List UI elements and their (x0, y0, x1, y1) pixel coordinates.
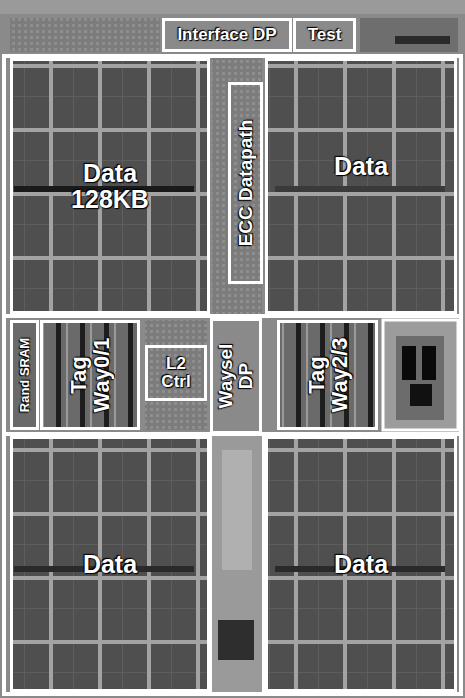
region-label: ECC Datapath (236, 120, 256, 247)
region-divider (2, 54, 6, 694)
region-label: Waysel DP (216, 336, 256, 416)
unlabeled-block (383, 320, 458, 430)
die-region: Test (293, 18, 356, 52)
logic-area (145, 320, 207, 430)
die-region: Tag Way2/3 (277, 320, 378, 430)
region-label: Data 128KB (55, 160, 165, 213)
region-label: Data (83, 551, 137, 577)
region-label: Tag Way0/1 (67, 334, 113, 416)
logic-area (10, 18, 160, 52)
die-region: Data (265, 58, 457, 314)
die-region: Tag Way0/1 (40, 320, 140, 430)
die-region: Data 128KB (10, 58, 210, 314)
region-label: Interface DP (177, 26, 276, 44)
block-core (410, 384, 432, 406)
die-region: Data (265, 436, 457, 692)
sram-array (265, 58, 457, 314)
block-core (422, 346, 436, 380)
region-label: Data (334, 153, 388, 179)
die-region: L2 Ctrl (145, 345, 207, 401)
sram-array (10, 58, 210, 314)
block-core (402, 346, 416, 380)
region-divider (2, 692, 463, 696)
die-region: ECC Datapath (228, 82, 263, 284)
sram-area (10, 320, 38, 430)
region-label: Data (334, 551, 388, 577)
die-region: Waysel DP (210, 318, 262, 434)
sram-array (10, 436, 210, 692)
die-region: Rand SRAM (10, 320, 39, 430)
pad-area (360, 18, 458, 52)
array-bar (275, 186, 445, 192)
logic-area (212, 58, 262, 314)
die-region: Interface DP (162, 18, 292, 52)
region-label: Tag Way2/3 (304, 333, 350, 417)
tag-array (40, 320, 140, 430)
region-divider (459, 54, 463, 694)
die-region: Data (10, 436, 210, 692)
pad-row (395, 36, 450, 44)
logic-area (212, 436, 262, 692)
block-core (396, 336, 444, 420)
region-label: L2 Ctrl (151, 355, 201, 391)
tag-array (277, 320, 378, 430)
logic-block (218, 620, 254, 660)
region-label: Rand SRAM (18, 338, 32, 412)
logic-area (222, 450, 252, 570)
die-edge (0, 0, 465, 14)
sram-array (265, 436, 457, 692)
region-label: Test (308, 26, 342, 44)
